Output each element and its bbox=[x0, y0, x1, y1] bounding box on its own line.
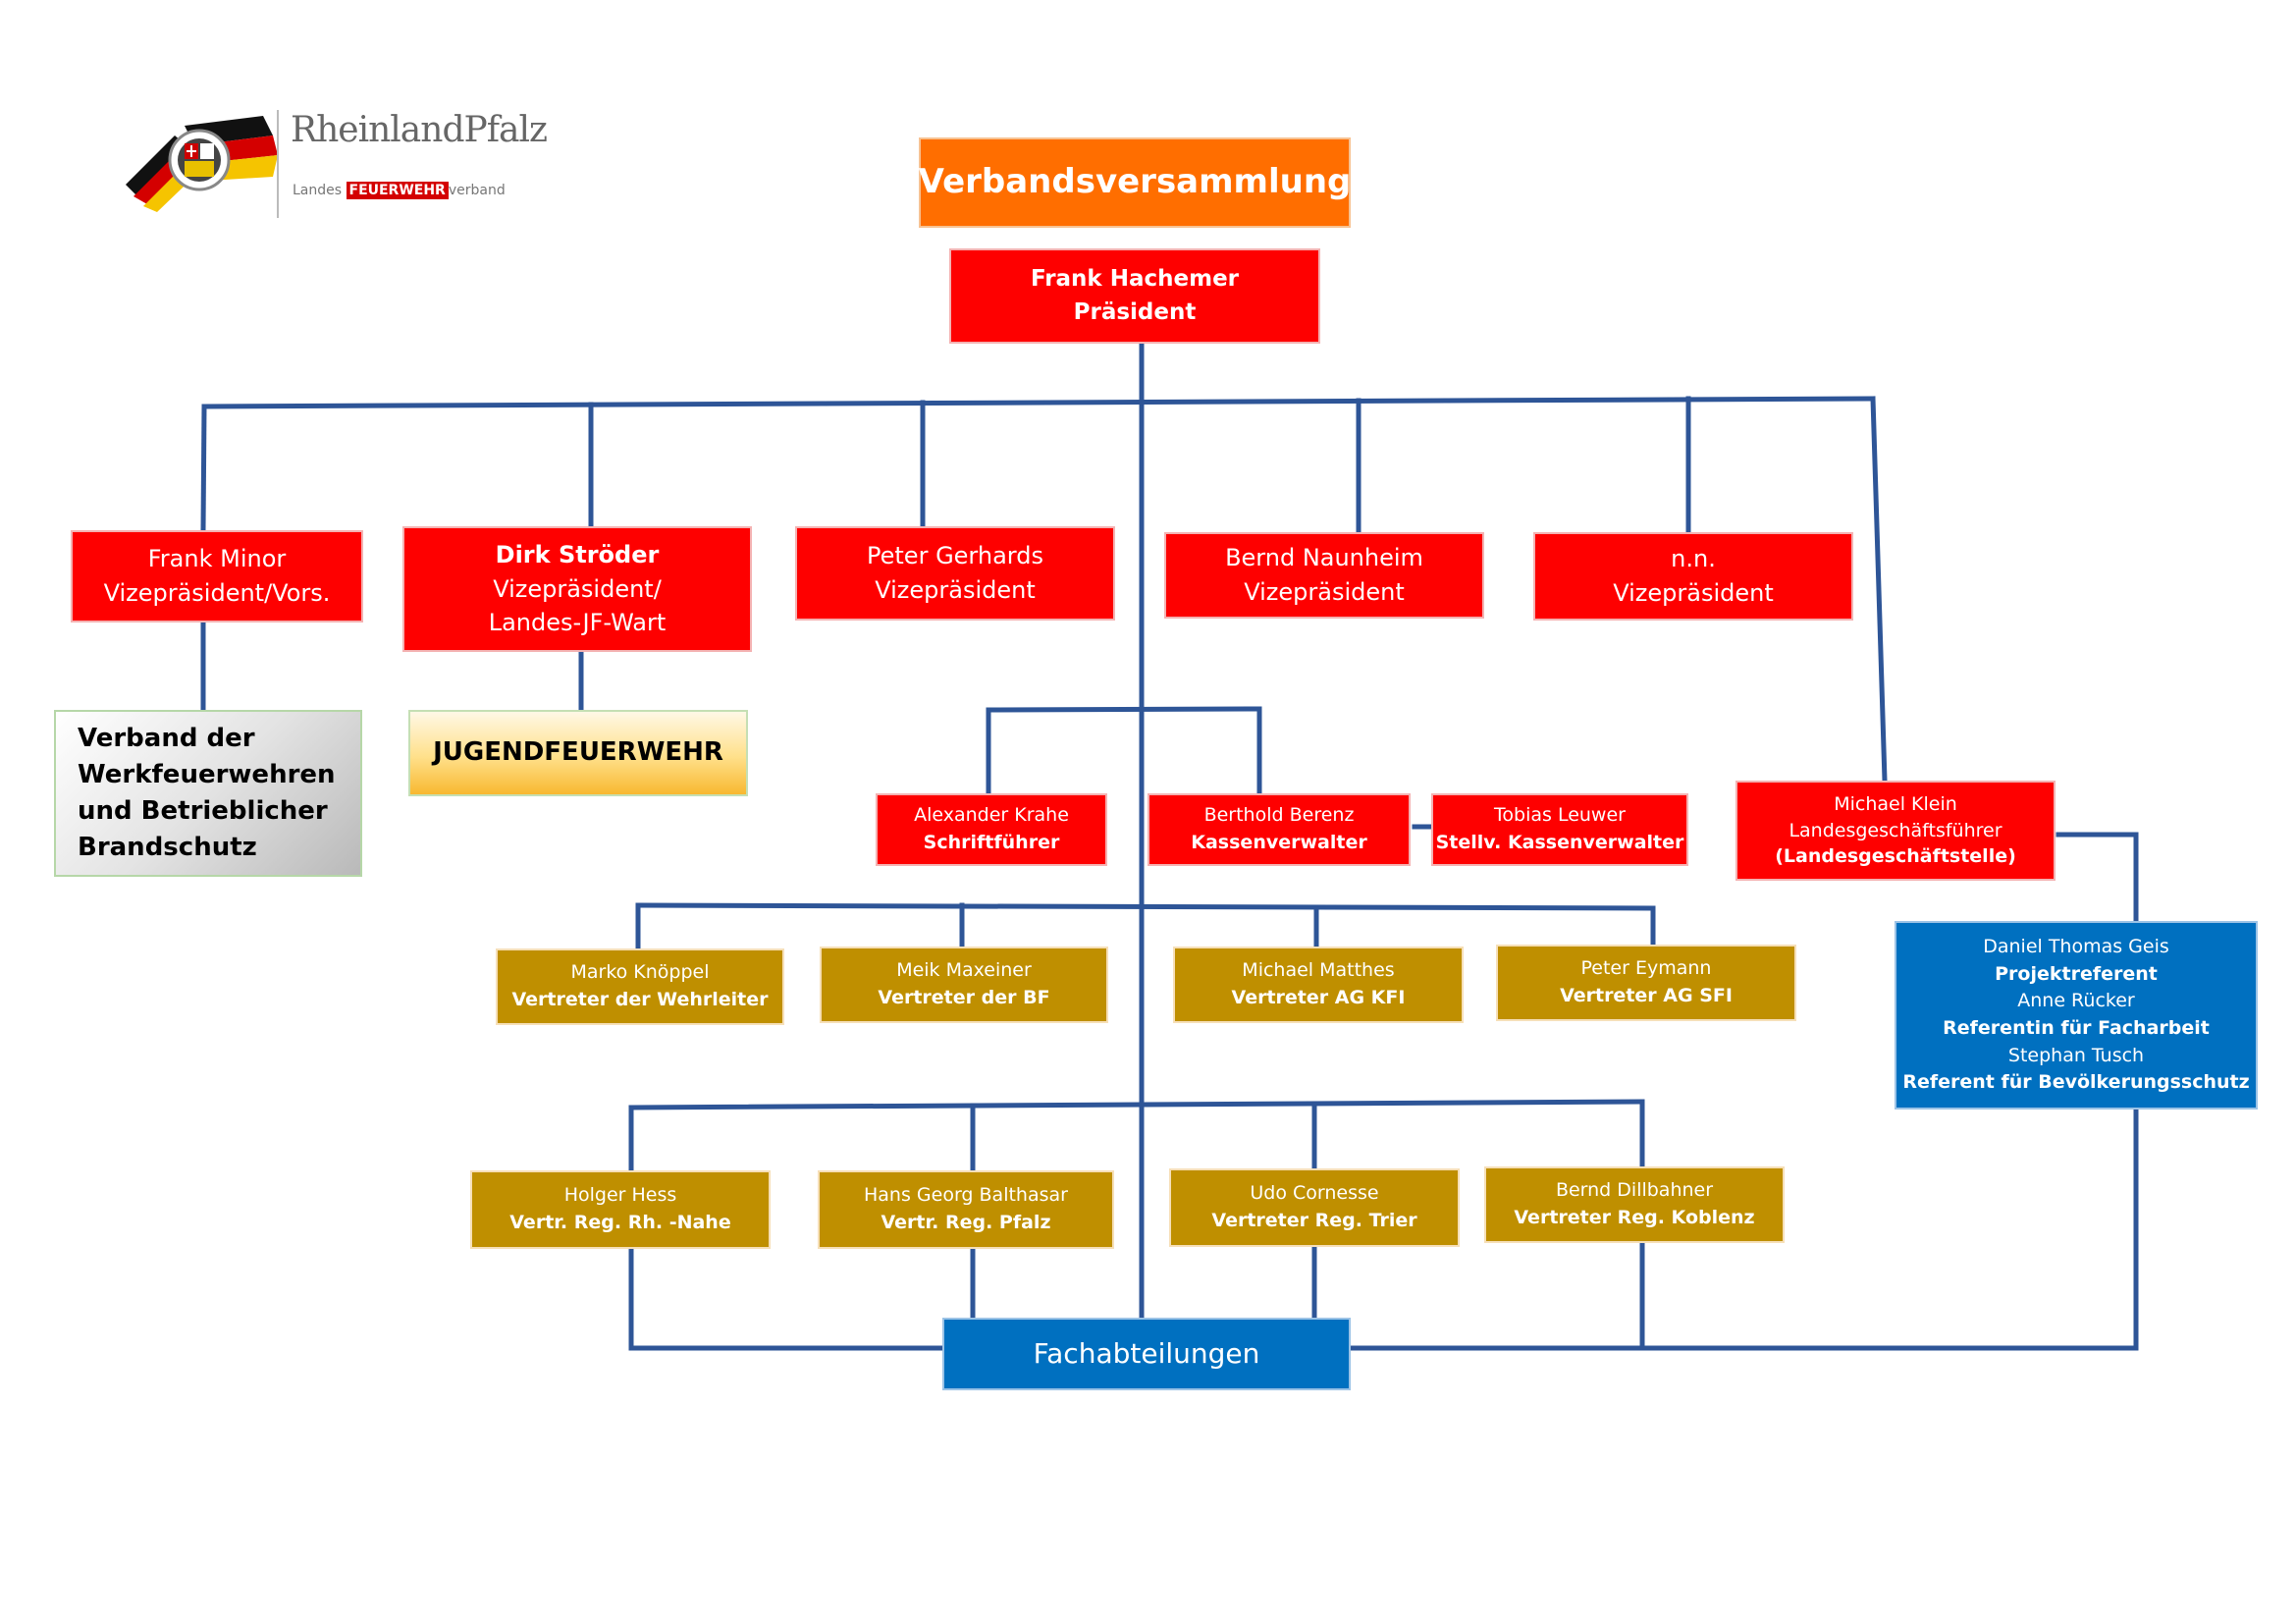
assembly-label: Verbandsversammlung bbox=[918, 162, 1352, 202]
representative-name: Meik Maxeiner bbox=[896, 959, 1032, 982]
staff-name: Stephan Tusch bbox=[2007, 1044, 2145, 1066]
staff-name: Anne Rücker bbox=[2017, 990, 2135, 1012]
vice-name: Dirk Ströder bbox=[495, 540, 660, 568]
departments-label: Fachabteilungen bbox=[1033, 1336, 1260, 1370]
vice-role-secondary: Landes-JF-Wart bbox=[488, 609, 667, 637]
officer-role: Stellv. Kassenverwalter bbox=[1435, 832, 1684, 853]
president-box: Frank Hachemer Präsident bbox=[949, 248, 1320, 344]
werkfeuerwehr-line: Brandschutz bbox=[78, 832, 257, 862]
representative-role: Vertreter AG SFI bbox=[1560, 985, 1733, 1006]
representative-name: Hans Georg Balthasar bbox=[864, 1184, 1068, 1207]
connector-line bbox=[628, 1099, 1645, 1110]
representative-name: Bernd Dillbahner bbox=[1555, 1179, 1714, 1202]
representative-role: Vertreter Reg. Koblenz bbox=[1514, 1207, 1755, 1228]
officer-name: Tobias Leuwer bbox=[1494, 804, 1626, 827]
vice-box: Dirk Ströder Vizepräsident/ Landes-JF-Wa… bbox=[402, 526, 752, 652]
representative-role: Vertreter der BF bbox=[878, 987, 1050, 1008]
representative-box: Marko Knöppel Vertreter der Wehrleiter bbox=[496, 948, 784, 1025]
vice-name: Frank Minor bbox=[147, 545, 287, 573]
representative-box: Peter Eymann Vertreter AG SFI bbox=[1496, 945, 1796, 1021]
departments-box: Fachabteilungen bbox=[942, 1318, 1351, 1390]
werkfeuerwehr-line: und Betrieblicher bbox=[78, 796, 328, 826]
manager-name: Michael Klein bbox=[1834, 793, 1957, 816]
officer-box: Tobias Leuwer Stellv. Kassenverwalter bbox=[1431, 793, 1688, 866]
officer-box: Alexander Krahe Schriftführer bbox=[876, 793, 1107, 866]
manager-unit: (Landesgeschäftstelle) bbox=[1775, 845, 2016, 868]
representative-role: Vertreter der Wehrleiter bbox=[511, 989, 769, 1010]
representative-box: Meik Maxeiner Vertreter der BF bbox=[820, 947, 1108, 1023]
jugendfeuerwehr-label: JUGENDFEUERWEHR bbox=[433, 737, 723, 768]
officer-name: Alexander Krahe bbox=[914, 804, 1069, 827]
representative-box: Udo Cornesse Vertreter Reg. Trier bbox=[1169, 1168, 1460, 1247]
werkfeuerwehr-line: Verband der bbox=[78, 724, 255, 754]
connector-line bbox=[201, 396, 1876, 409]
vice-name: Bernd Naunheim bbox=[1225, 544, 1423, 572]
representative-name: Udo Cornesse bbox=[1250, 1182, 1379, 1205]
president-name: Frank Hachemer bbox=[1030, 266, 1240, 293]
logo-highlight: FEUERWEHR bbox=[346, 182, 449, 199]
logo-prefix: Landes bbox=[293, 183, 343, 198]
connector-line bbox=[986, 706, 1262, 713]
representative-name: Marko Knöppel bbox=[570, 961, 710, 984]
representative-box: Hans Georg Balthasar Vertr. Reg. Pfalz bbox=[818, 1170, 1114, 1249]
logo-divider bbox=[277, 110, 279, 218]
representative-role: Vertr. Reg. Rh. -Nahe bbox=[509, 1212, 731, 1233]
staff-role: Referent für Bevölkerungsschutz bbox=[1902, 1071, 2250, 1094]
representative-role: Vertreter Reg. Trier bbox=[1211, 1210, 1417, 1231]
werkfeuerwehr-line: Werkfeuerwehren bbox=[78, 760, 336, 790]
fire-emblem-icon bbox=[126, 116, 278, 212]
assembly-box: Verbandsversammlung bbox=[919, 137, 1351, 228]
office-staff-box: Daniel Thomas Geis Projektreferent Anne … bbox=[1895, 921, 2258, 1110]
representative-name: Holger Hess bbox=[563, 1184, 677, 1207]
staff-role: Referentin für Facharbeit bbox=[1943, 1017, 2210, 1039]
connector-line bbox=[1870, 396, 1888, 784]
representative-box: Michael Matthes Vertreter AG KFI bbox=[1173, 947, 1464, 1023]
manager-role: Landesgeschäftsführer bbox=[1789, 819, 2002, 841]
representative-name: Michael Matthes bbox=[1242, 959, 1395, 982]
representative-box: Bernd Dillbahner Vertreter Reg. Koblenz bbox=[1484, 1166, 1785, 1243]
representative-role: Vertr. Reg. Pfalz bbox=[881, 1212, 1051, 1233]
staff-name: Daniel Thomas Geis bbox=[1983, 936, 2169, 958]
vice-role: Vizepräsident bbox=[875, 576, 1036, 604]
vice-box: Frank Minor Vizepräsident/Vors. bbox=[71, 530, 363, 623]
representative-role: Vertreter AG KFI bbox=[1231, 987, 1406, 1008]
jugendfeuerwehr-box: JUGENDFEUERWEHR bbox=[408, 710, 748, 796]
staff-role: Projektreferent bbox=[1995, 962, 2158, 985]
officer-role: Schriftführer bbox=[923, 832, 1060, 853]
officer-role: Kassenverwalter bbox=[1191, 832, 1367, 853]
vice-name: n.n. bbox=[1671, 545, 1716, 573]
vice-role: Vizepräsident bbox=[1244, 578, 1405, 606]
representative-name: Peter Eymann bbox=[1580, 957, 1712, 980]
officer-name: Berthold Berenz bbox=[1203, 804, 1355, 827]
vice-box: Bernd Naunheim Vizepräsident bbox=[1164, 532, 1484, 619]
logo-suffix: verband bbox=[448, 183, 506, 198]
president-role: Präsident bbox=[1073, 298, 1197, 325]
vice-box: n.n. Vizepräsident bbox=[1533, 532, 1853, 621]
connector-line bbox=[635, 902, 1656, 911]
vice-box: Peter Gerhards Vizepräsident bbox=[795, 526, 1115, 621]
representative-box: Holger Hess Vertr. Reg. Rh. -Nahe bbox=[470, 1170, 771, 1249]
vice-role: Vizepräsident/Vors. bbox=[103, 579, 331, 607]
vice-role: Vizepräsident bbox=[1613, 579, 1774, 607]
vice-name: Peter Gerhards bbox=[867, 542, 1043, 570]
werkfeuerwehr-box: Verband der Werkfeuerwehren und Betriebl… bbox=[54, 710, 362, 877]
manager-box: Michael Klein Landesgeschäftsführer (Lan… bbox=[1735, 781, 2056, 881]
connector-line bbox=[200, 404, 207, 533]
vice-role: Vizepräsident/ bbox=[493, 574, 662, 603]
logo-state-name: RheinlandPfalz bbox=[291, 110, 548, 150]
officer-box: Berthold Berenz Kassenverwalter bbox=[1148, 793, 1411, 866]
